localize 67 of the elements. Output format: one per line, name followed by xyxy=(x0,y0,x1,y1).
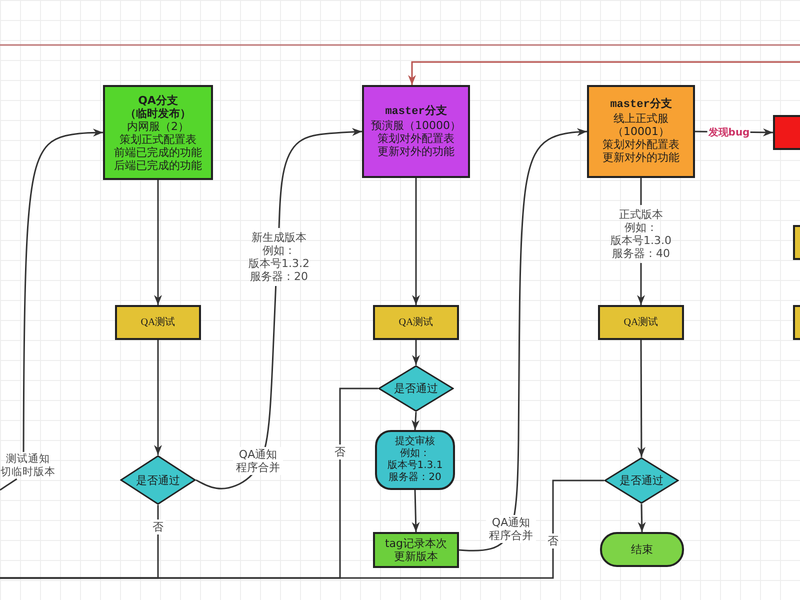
box-text: 结束 xyxy=(631,543,653,556)
process-box xyxy=(587,85,695,178)
arrow xyxy=(637,340,646,457)
connector-line xyxy=(0,478,18,491)
box-title: （临时发布） xyxy=(125,106,191,120)
annotation-text: 新生成版本 例如： 版本号1.3.2 服务器：20 xyxy=(247,228,311,286)
box-text: 服务器：20 xyxy=(388,472,442,484)
process-box xyxy=(598,305,684,340)
box-text: QA测试 xyxy=(398,316,434,329)
edge-label: 发现bug xyxy=(707,126,751,140)
decision-diamond xyxy=(604,457,679,504)
process-box xyxy=(793,305,800,340)
edge-label: QA通知程序合并 xyxy=(486,515,536,543)
decision-label: 是否通过 xyxy=(136,474,180,486)
annotation-text: 正式版本 例如： 版本号1.3.0 服务器：40 xyxy=(607,205,675,263)
arrow xyxy=(637,263,645,305)
box-text: 线上正式服 xyxy=(614,112,668,125)
arrow xyxy=(412,490,420,532)
arrow xyxy=(412,178,420,305)
connector-line xyxy=(640,178,642,205)
process-box xyxy=(362,85,470,178)
box-text: （10001） xyxy=(612,125,670,138)
process-box xyxy=(373,305,459,340)
box-text: 提交审核 xyxy=(395,436,435,448)
box-text: 策划正式配置表 xyxy=(120,132,196,146)
box-text: 预演服（10000） xyxy=(371,118,461,132)
edge-label: 否 xyxy=(546,534,560,548)
box-text: 后端已完成的功能 xyxy=(114,158,202,172)
process-box xyxy=(793,225,800,260)
box-title: master分支 xyxy=(610,99,672,112)
arrow xyxy=(154,340,162,455)
box-text: 例如： xyxy=(400,448,430,460)
arrow xyxy=(278,128,362,228)
arrow xyxy=(412,412,420,430)
arrow xyxy=(22,128,103,452)
rounded-box xyxy=(375,430,455,490)
process-box xyxy=(103,85,213,180)
edge-label: 否 xyxy=(332,444,348,460)
box-text: 前端已完成的功能 xyxy=(114,146,202,158)
arrow xyxy=(408,61,800,85)
box-text: 版本号1.3.1 xyxy=(387,460,443,472)
box-text: QA测试 xyxy=(624,316,658,329)
arrow xyxy=(638,504,646,532)
process-box xyxy=(773,115,800,150)
box-text: QA测试 xyxy=(140,316,176,329)
edge-label: QA通知程序合并 xyxy=(233,447,283,475)
connector-line xyxy=(0,480,604,579)
process-box xyxy=(115,305,201,340)
box-text: 内网服（2） xyxy=(127,120,189,132)
arrow xyxy=(458,128,588,552)
box-text: 更新对外的功能 xyxy=(378,144,454,158)
arrow xyxy=(412,340,420,365)
process-box xyxy=(373,532,459,568)
box-text: 更新对外的功能 xyxy=(602,151,680,164)
decision-label: 是否通过 xyxy=(620,474,664,487)
box-text: 策划对外配置表 xyxy=(602,138,680,151)
annotation-text: 测试通知 切临时版本 xyxy=(0,452,56,479)
edge-label: 否 xyxy=(150,520,166,534)
end-terminator xyxy=(600,532,684,567)
decision-label: 是否通过 xyxy=(394,382,438,395)
box-text: tag记录本次更新版本 xyxy=(384,537,448,563)
box-title: master分支 xyxy=(385,106,447,118)
box-title: QA分支 xyxy=(138,94,178,106)
decision-diamond xyxy=(120,455,196,505)
arrow xyxy=(154,180,162,305)
decision-diamond xyxy=(378,365,454,412)
box-text: 策划对外配置表 xyxy=(378,132,454,144)
